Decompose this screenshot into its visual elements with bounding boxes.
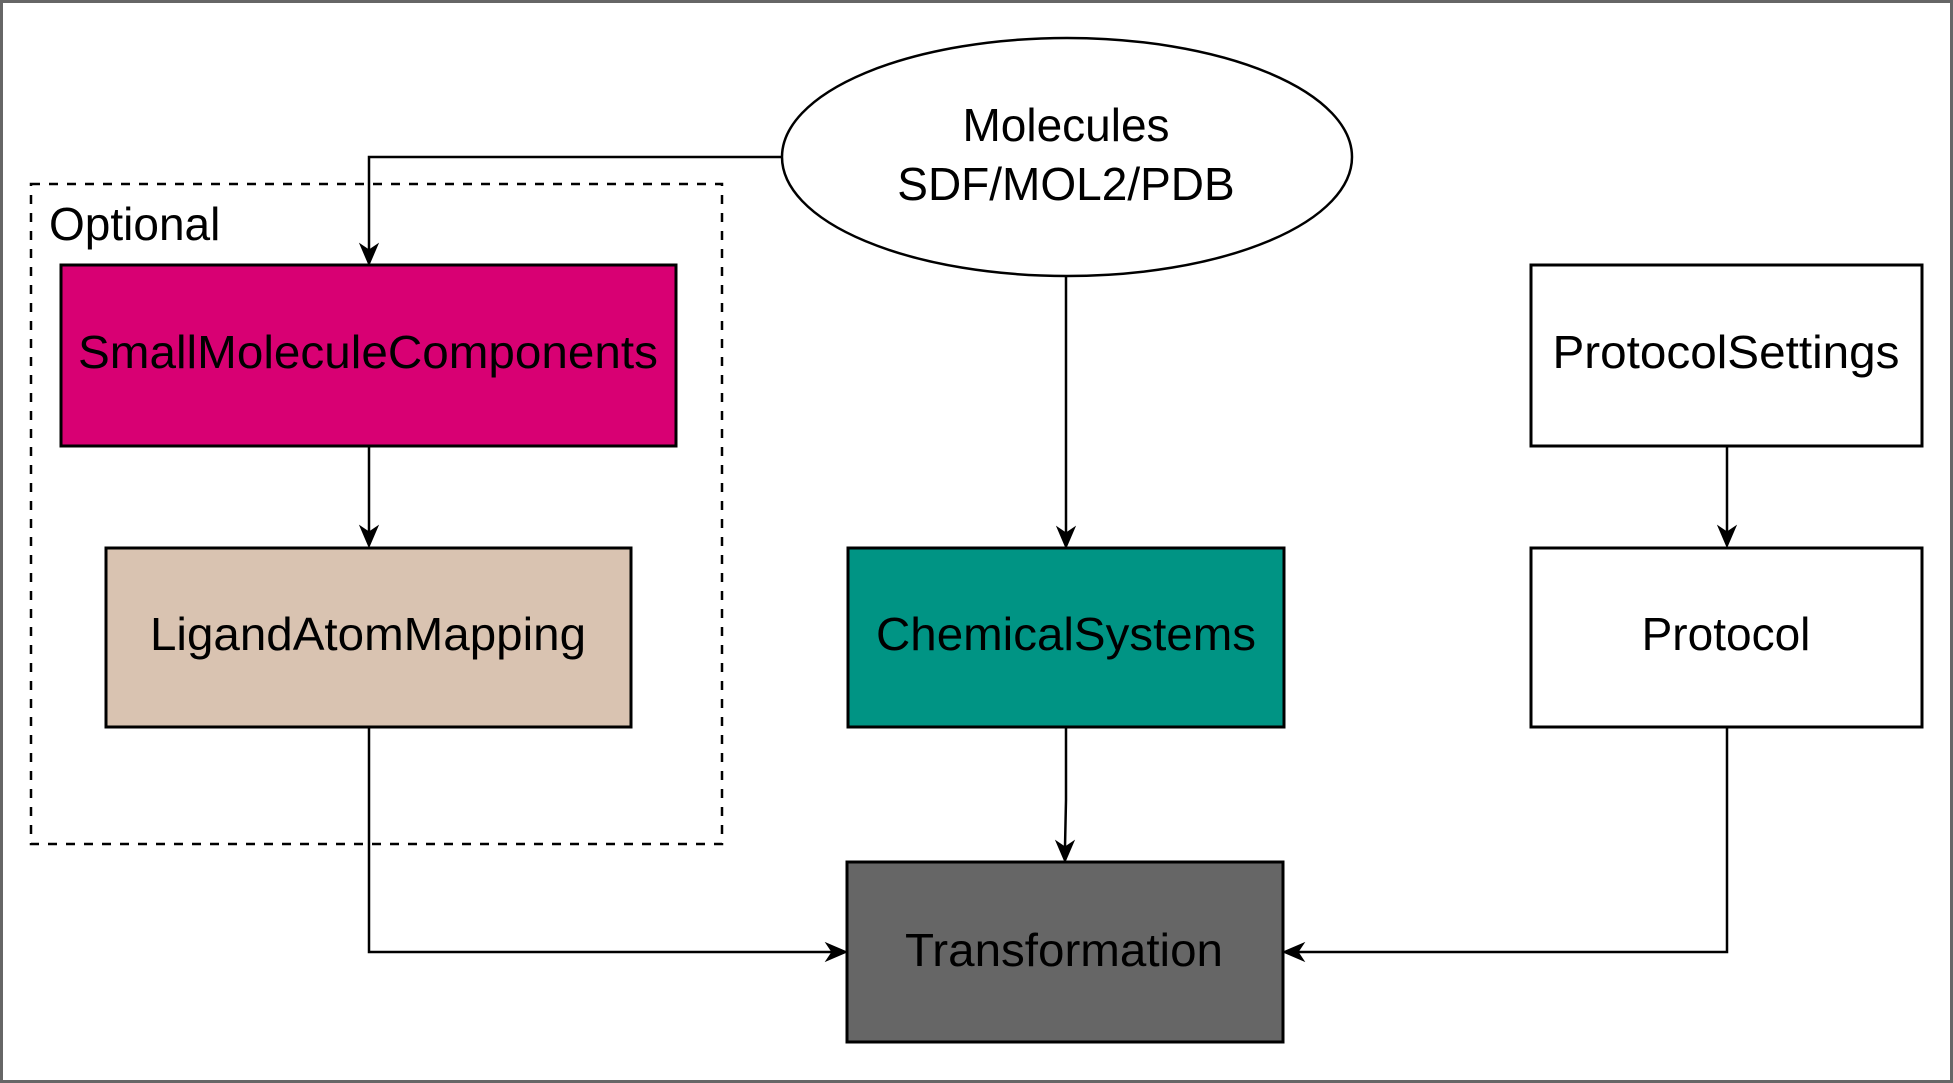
molecules-label-line-1: Molecules <box>962 99 1169 151</box>
protocol-box <box>1529 546 1924 729</box>
optional-group-label: Optional <box>49 198 220 250</box>
arrowhead-icon <box>824 941 849 963</box>
transformation-box <box>845 860 1285 1044</box>
arrowhead-icon <box>1716 524 1738 549</box>
node-small-molecule-components[interactable]: SmallMoleculeComponents <box>59 263 678 448</box>
ligand-atom-mapping-box <box>104 546 633 729</box>
edge-chemical-systems-to-transformation <box>1054 728 1076 864</box>
edge-small-molecule-components-to-ligand-atom-mapping <box>358 446 380 549</box>
edge-ligand-atom-mapping-to-transformation <box>367 728 849 963</box>
molecules-ellipse <box>780 36 1354 278</box>
arrowhead-icon <box>1054 839 1076 864</box>
protocol-label: Protocol <box>1642 608 1811 660</box>
chemical-systems-box <box>846 546 1286 729</box>
node-transformation[interactable]: Transformation <box>845 860 1285 1044</box>
node-protocol[interactable]: Protocol <box>1529 546 1924 729</box>
edge-protocol-to-transformation <box>1281 727 1729 963</box>
edge-molecules-to-chemical-systems <box>1055 277 1077 550</box>
arrowhead-icon <box>1281 941 1306 963</box>
edge-protocol-settings-to-protocol <box>1716 446 1738 549</box>
arrowhead-icon <box>1055 525 1077 550</box>
molecules-label-line-2: SDF/MOL2/PDB <box>897 158 1234 210</box>
chemical-systems-label: ChemicalSystems <box>876 608 1256 660</box>
edge-molecules-to-small-molecule-components <box>358 155 782 267</box>
node-chemical-systems[interactable]: ChemicalSystems <box>846 546 1286 729</box>
node-molecules[interactable]: Molecules SDF/MOL2/PDB <box>780 36 1354 278</box>
arrowhead-icon <box>358 242 380 267</box>
protocol-settings-label: ProtocolSettings <box>1553 326 1900 378</box>
arrowhead-icon <box>358 524 380 549</box>
optional-group-border <box>29 182 724 846</box>
small-molecule-components-box <box>59 263 678 448</box>
node-protocol-settings[interactable]: ProtocolSettings <box>1529 263 1924 448</box>
small-molecule-components-label: SmallMoleculeComponents <box>78 326 658 378</box>
node-ligand-atom-mapping[interactable]: LigandAtomMapping <box>104 546 633 729</box>
optional-group: Optional <box>29 182 724 846</box>
transformation-label: Transformation <box>905 924 1223 976</box>
edges <box>358 155 1738 963</box>
ligand-atom-mapping-label: LigandAtomMapping <box>150 608 586 660</box>
protocol-settings-box <box>1529 263 1924 448</box>
